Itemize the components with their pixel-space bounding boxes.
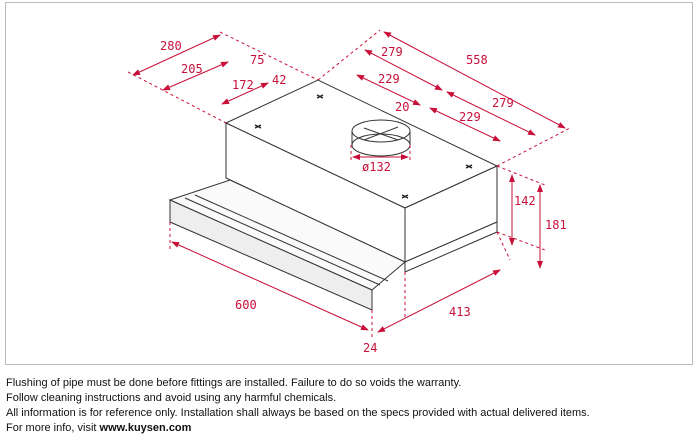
dimension-labels: 280 205 172 75 42 279 558 229 20 279 229… [160, 39, 567, 355]
dim-229-top: 229 [378, 72, 400, 86]
dim-172: 172 [232, 78, 254, 92]
dim-205: 205 [181, 62, 203, 76]
dim-279-top: 279 [381, 45, 403, 59]
dim-558: 558 [466, 53, 488, 67]
dim-280: 280 [160, 39, 182, 53]
dimension-lines [127, 29, 571, 340]
dim-142: 142 [514, 194, 536, 208]
note-more-info: For more info, visit www.kuysen.com [6, 421, 590, 436]
dim-229-bottom: 229 [459, 110, 481, 124]
more-info-text: For more info, visit [6, 422, 100, 434]
dim-413: 413 [449, 305, 471, 319]
note-reference: All information is for reference only. I… [6, 407, 590, 419]
dim-42: 42 [272, 73, 286, 87]
range-hood-diagram: 280 205 172 75 42 279 558 229 20 279 229… [127, 29, 571, 355]
dim-75: 75 [250, 53, 264, 67]
dim-duct-diameter: ø132 [362, 160, 391, 174]
note-cleaning: Follow cleaning instructions and avoid u… [6, 392, 337, 404]
note-flushing: Flushing of pipe must be done before fit… [6, 377, 462, 389]
notes: Flushing of pipe must be done before fit… [6, 376, 590, 436]
diagram-frame [5, 2, 693, 365]
mount-marks [254, 94, 473, 199]
dim-24: 24 [363, 341, 377, 355]
dim-20: 20 [395, 100, 409, 114]
dim-279-bottom: 279 [492, 96, 514, 110]
website-link[interactable]: www.kuysen.com [99, 422, 192, 434]
dim-181: 181 [545, 218, 567, 232]
dim-600: 600 [235, 298, 257, 312]
hood-body [168, 79, 499, 311]
